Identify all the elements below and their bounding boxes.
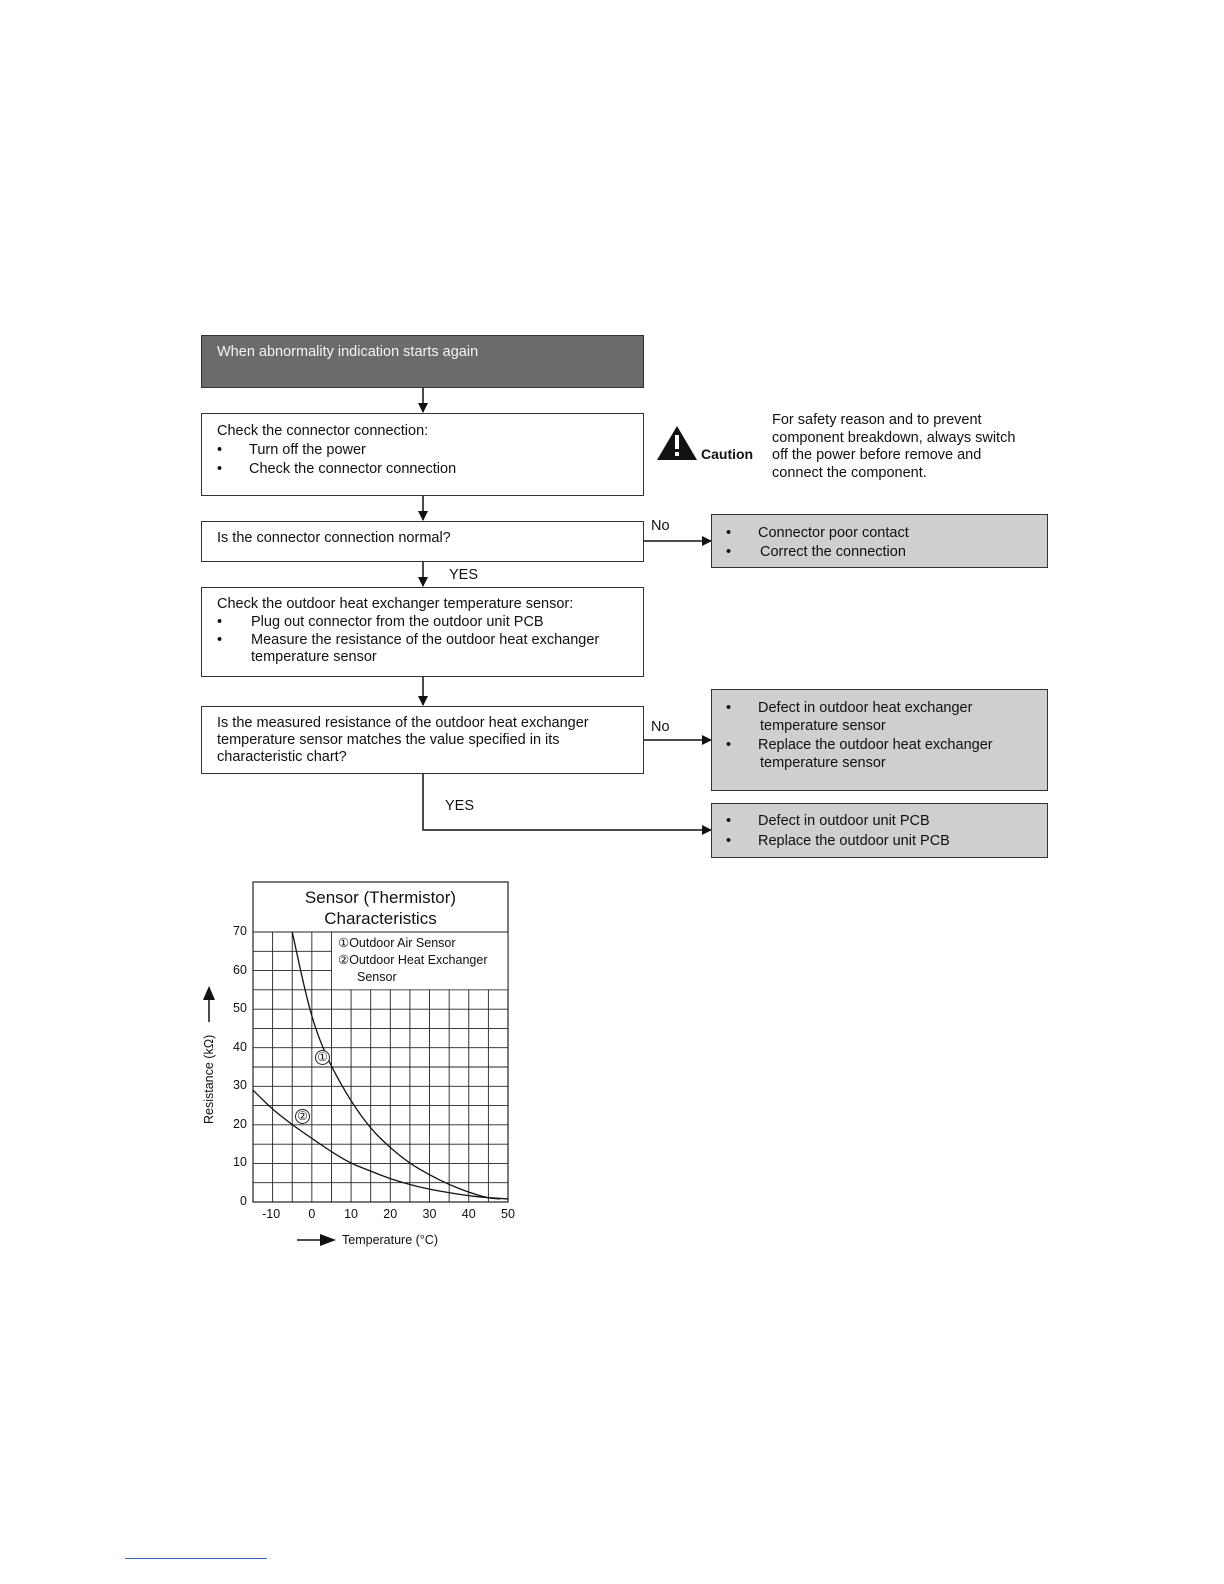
- curve-mark-2: ②: [295, 1109, 310, 1124]
- check-sensor-item: Measure the resistance of the outdoor he…: [251, 632, 600, 648]
- result-connector-item: Correct the connection: [760, 544, 906, 560]
- result-pcb-box: • Defect in outdoor unit PCB • Replace t…: [711, 803, 1048, 858]
- y-tick-label: 40: [233, 1039, 247, 1054]
- result-sensor-box: • Defect in outdoor heat exchanger tempe…: [711, 689, 1048, 791]
- check-sensor-box: Check the outdoor heat exchanger tempera…: [201, 587, 644, 677]
- check-sensor-item: Plug out connector from the outdoor unit…: [251, 614, 544, 630]
- question-resistance-line: Is the measured resistance of the outdoo…: [217, 715, 589, 731]
- check-connector-box: Check the connector connection: • Turn o…: [201, 413, 644, 496]
- bullet: •: [726, 700, 732, 716]
- bullet: •: [726, 833, 732, 849]
- check-sensor-title: Check the outdoor heat exchanger tempera…: [217, 596, 574, 612]
- arrow-yes-resistance: [422, 774, 712, 835]
- bullet: •: [217, 614, 223, 630]
- result-pcb-item: Replace the outdoor unit PCB: [758, 833, 950, 849]
- series-line-1: [291, 931, 501, 1200]
- y-tick-label: 20: [233, 1116, 247, 1131]
- x-tick-label: 10: [344, 1207, 358, 1221]
- question-resistance-line: characteristic chart?: [217, 749, 347, 765]
- bullet: •: [726, 525, 732, 541]
- legend-entry: ①Outdoor Air Sensor: [338, 936, 456, 950]
- result-sensor-item: temperature sensor: [760, 755, 886, 771]
- x-tick-label: 50: [501, 1207, 515, 1221]
- x-tick-label: -10: [262, 1207, 281, 1221]
- chart-title-line: Characteristics: [324, 909, 437, 928]
- y-tick-label: 0: [240, 1194, 247, 1208]
- result-sensor-item: Defect in outdoor heat exchanger: [758, 700, 973, 716]
- check-connector-item: Check the connector connection: [249, 461, 457, 477]
- y-tick-label: 10: [233, 1155, 247, 1170]
- x-tick-label: 40: [461, 1207, 476, 1221]
- result-sensor-item: Replace the outdoor heat exchanger: [758, 737, 993, 753]
- check-sensor-item: temperature sensor: [251, 649, 377, 665]
- yes-label: YES: [449, 567, 479, 583]
- x-tick-label: 30: [422, 1207, 437, 1221]
- warning-triangle-icon: [657, 426, 697, 460]
- yes-label: YES: [445, 798, 475, 814]
- no-label: No: [651, 518, 670, 534]
- caution-label: Caution: [701, 446, 754, 462]
- question-connector-box: Is the connector connection normal?: [201, 521, 644, 562]
- x-axis-label: Temperature (°C): [342, 1233, 438, 1247]
- x-tick-label: 20: [383, 1207, 398, 1221]
- bullet: •: [726, 737, 732, 753]
- series-line-2: [252, 1089, 509, 1200]
- chart-legend: ①Outdoor Air Sensor ②Outdoor Heat Exchan…: [338, 935, 487, 986]
- footer-rule: [125, 1558, 267, 1559]
- x-tick-label: 0: [308, 1207, 316, 1221]
- legend-entry: Sensor: [357, 970, 397, 984]
- result-connector-box: • Connector poor contact • Correct the c…: [711, 514, 1048, 568]
- caution-line: For safety reason and to prevent: [772, 412, 982, 428]
- legend-entry: ②Outdoor Heat Exchanger: [338, 953, 488, 967]
- no-label: No: [651, 719, 670, 735]
- caution-text: For safety reason and to prevent compone…: [772, 412, 1015, 482]
- caution-line: component breakdown, always switch: [772, 429, 1016, 446]
- x-axis-arrow-head: [320, 1234, 336, 1246]
- bullet: •: [726, 813, 732, 829]
- caution-line: connect the component.: [772, 464, 927, 481]
- y-tick-label: 30: [233, 1078, 247, 1093]
- question-resistance-line: temperature sensor matches the value spe…: [217, 732, 560, 748]
- chart-frame: [252, 881, 509, 1203]
- bullet: •: [217, 461, 223, 477]
- start-text: When abnormality indication starts again: [217, 344, 479, 360]
- result-connector-item: Connector poor contact: [758, 525, 909, 541]
- bullet: •: [217, 442, 223, 458]
- bullet: •: [217, 632, 223, 648]
- flow-start-box: When abnormality indication starts again: [201, 335, 644, 388]
- legend-background: [331, 932, 508, 990]
- caution-line: off the power before remove and: [772, 447, 982, 463]
- chart-title: Sensor (Thermistor) Characteristics: [253, 887, 508, 929]
- curve-mark-1: ①: [315, 1050, 330, 1065]
- check-connector-title: Check the connector connection:: [217, 423, 429, 439]
- y-axis-arrow-head: [203, 986, 215, 1000]
- y-tick-label: 70: [233, 924, 247, 938]
- y-tick-label: 60: [233, 962, 247, 977]
- question-resistance-box: Is the measured resistance of the outdoo…: [201, 706, 644, 774]
- chart-title-line: Sensor (Thermistor): [304, 888, 457, 907]
- result-pcb-item: Defect in outdoor unit PCB: [758, 813, 930, 829]
- check-connector-item: Turn off the power: [249, 442, 366, 458]
- bullet: •: [726, 544, 732, 560]
- y-axis-label: Resistance (kΩ): [202, 1034, 216, 1124]
- question-connector-text: Is the connector connection normal?: [217, 530, 451, 546]
- result-sensor-item: temperature sensor: [760, 718, 886, 734]
- y-tick-label: 50: [233, 1001, 247, 1016]
